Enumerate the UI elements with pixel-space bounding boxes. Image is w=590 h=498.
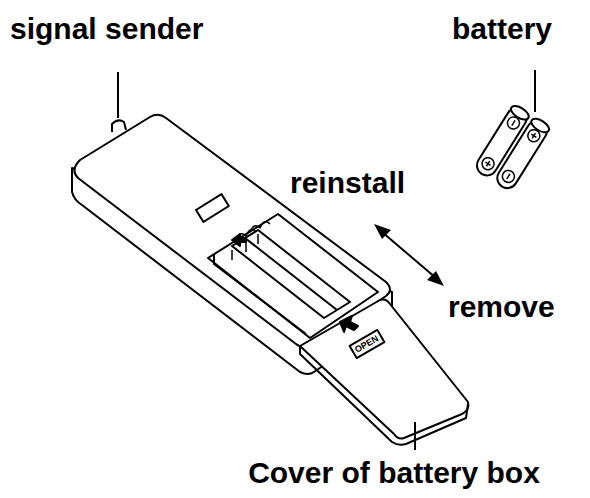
double-arrow [382, 232, 436, 278]
open-badge [350, 330, 385, 358]
part-label: Cover of battery box [248, 458, 540, 488]
remote-window [196, 194, 229, 222]
leader-line [414, 422, 416, 450]
open-arrow [340, 316, 358, 332]
remote-top [74, 115, 390, 348]
leader-line [117, 72, 119, 118]
battery-pair [473, 103, 551, 192]
terminal-springs [232, 222, 270, 260]
arrowhead [374, 224, 391, 239]
leader-line [534, 70, 536, 112]
action-label: reinstall [290, 168, 405, 198]
part-label: signal sender [10, 14, 203, 44]
part-label: battery [452, 14, 552, 44]
action-label: remove [448, 292, 555, 322]
battery-cover [300, 300, 468, 439]
arrowhead [427, 271, 444, 286]
signal-sender-bump [112, 120, 126, 132]
battery-cover-edge [300, 346, 468, 445]
battery-in-box [232, 230, 350, 318]
terminal-arrow [232, 234, 246, 246]
battery-divider [245, 238, 337, 310]
